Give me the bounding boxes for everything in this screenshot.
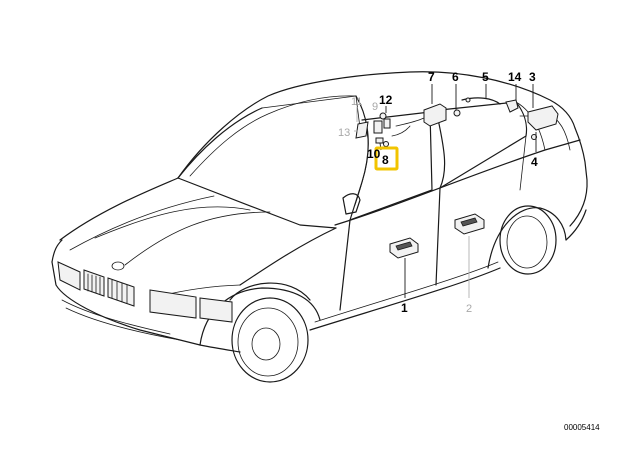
part-7-connector — [391, 103, 447, 137]
callout-10: 10 — [367, 147, 381, 161]
part-13-trim — [355, 121, 369, 139]
callout-11: 11 — [351, 96, 362, 108]
part-1-switch — [389, 237, 419, 259]
part-14-clip — [505, 99, 519, 113]
part-12-screw — [379, 112, 387, 120]
callout-6: 6 — [452, 70, 459, 84]
part-5-rod — [461, 97, 501, 105]
callout-9: 9 — [372, 101, 378, 113]
part-9-bracket — [373, 118, 391, 134]
car-illustration — [51, 71, 588, 383]
diagram-reference-number: 00005414 — [564, 423, 600, 432]
callout-4: 4 — [531, 155, 538, 169]
part-6-screw — [453, 109, 461, 117]
leader-lines — [354, 84, 537, 298]
callout-7: 7 — [428, 70, 435, 84]
part-2-switch — [454, 213, 485, 235]
callout-12: 12 — [379, 93, 393, 107]
callout-8[interactable]: 8 — [382, 153, 389, 167]
part-8-grommet — [383, 141, 389, 147]
callout-14: 14 — [508, 70, 522, 84]
part-3-actuator — [519, 105, 559, 131]
callout-8-highlight — [374, 146, 399, 171]
callout-5: 5 — [482, 70, 489, 84]
part-10-nut — [375, 137, 384, 144]
callout-3: 3 — [529, 70, 536, 84]
callout-13: 13 — [338, 127, 350, 139]
callout-1: 1 — [401, 301, 408, 315]
callout-2: 2 — [466, 303, 472, 315]
part-4-nut — [531, 134, 537, 140]
